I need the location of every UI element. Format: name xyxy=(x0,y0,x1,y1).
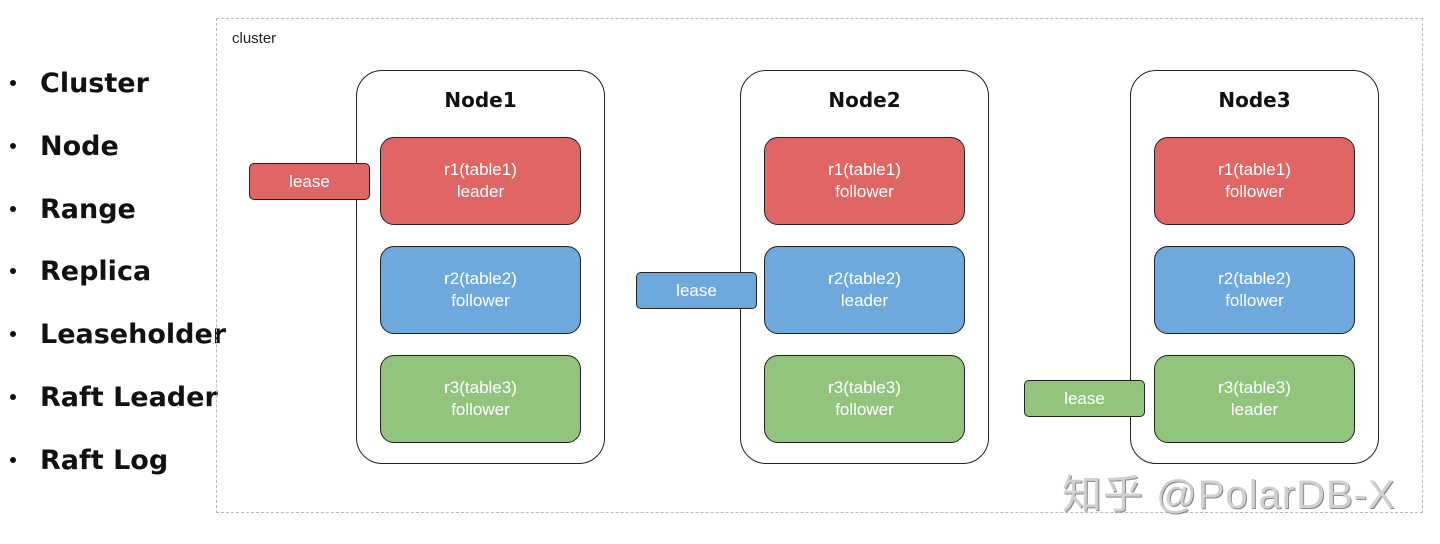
bullet-label: Raft Log xyxy=(40,444,169,476)
bullet-dot-icon xyxy=(10,206,16,212)
cluster-box xyxy=(216,18,1423,513)
range-replica: r2(table2) follower xyxy=(1154,246,1355,334)
range-name: r1(table1) xyxy=(828,160,901,179)
range-name: r1(table1) xyxy=(444,160,517,179)
bullet-item: Node xyxy=(8,128,119,164)
range-replica: r3(table3) follower xyxy=(380,355,581,443)
range-replica: r1(table1) leader xyxy=(380,137,581,225)
range-role: follower xyxy=(1225,291,1284,310)
lease-box: lease xyxy=(636,272,757,309)
range-replica: r2(table2) follower xyxy=(380,246,581,334)
range-name: r2(table2) xyxy=(1218,269,1291,288)
range-name: r3(table3) xyxy=(444,378,517,397)
cluster-label: cluster xyxy=(232,30,277,47)
bullet-item: Range xyxy=(8,191,136,227)
range-name: r3(table3) xyxy=(828,378,901,397)
lease-box: lease xyxy=(249,163,370,200)
bullet-item: Raft Leader xyxy=(8,379,218,415)
node-title: Node3 xyxy=(1218,88,1291,112)
range-role: follower xyxy=(451,400,510,419)
range-replica: r2(table2) leader xyxy=(764,246,965,334)
bullet-item: Leaseholder xyxy=(8,316,226,352)
bullet-dot-icon xyxy=(10,331,16,337)
bullet-item: Cluster xyxy=(8,65,149,101)
bullet-label: Cluster xyxy=(40,67,149,99)
range-name: r1(table1) xyxy=(1218,160,1291,179)
bullet-label: Replica xyxy=(40,255,152,287)
bullet-dot-icon xyxy=(10,80,16,86)
bullet-label: Node xyxy=(40,130,119,162)
range-replica: r1(table1) follower xyxy=(1154,137,1355,225)
bullet-label: Raft Leader xyxy=(40,381,218,413)
bullet-item: Raft Log xyxy=(8,442,168,478)
range-replica: r3(table3) leader xyxy=(1154,355,1355,443)
range-replica: r3(table3) follower xyxy=(764,355,965,443)
bullet-dot-icon xyxy=(10,143,16,149)
bullet-label: Range xyxy=(40,193,136,225)
range-role: follower xyxy=(451,291,510,310)
node-title: Node1 xyxy=(444,88,517,112)
range-name: r3(table3) xyxy=(1218,378,1291,397)
range-name: r2(table2) xyxy=(444,269,517,288)
bullet-dot-icon xyxy=(10,394,16,400)
bullet-dot-icon xyxy=(10,268,16,274)
node-title: Node2 xyxy=(828,88,901,112)
range-role: leader xyxy=(840,291,889,310)
range-role: leader xyxy=(456,182,505,201)
bullet-label: Leaseholder xyxy=(40,318,227,350)
bullet-dot-icon xyxy=(10,457,16,463)
range-replica: r1(table1) follower xyxy=(764,137,965,225)
range-role: follower xyxy=(835,182,894,201)
range-role: follower xyxy=(1225,182,1284,201)
lease-box: lease xyxy=(1024,380,1145,417)
range-role: follower xyxy=(835,400,894,419)
range-role: leader xyxy=(1230,400,1279,419)
watermark: 知乎 @PolarDB-X xyxy=(1062,473,1396,517)
bullet-item: Replica xyxy=(8,253,151,289)
range-name: r2(table2) xyxy=(828,269,901,288)
